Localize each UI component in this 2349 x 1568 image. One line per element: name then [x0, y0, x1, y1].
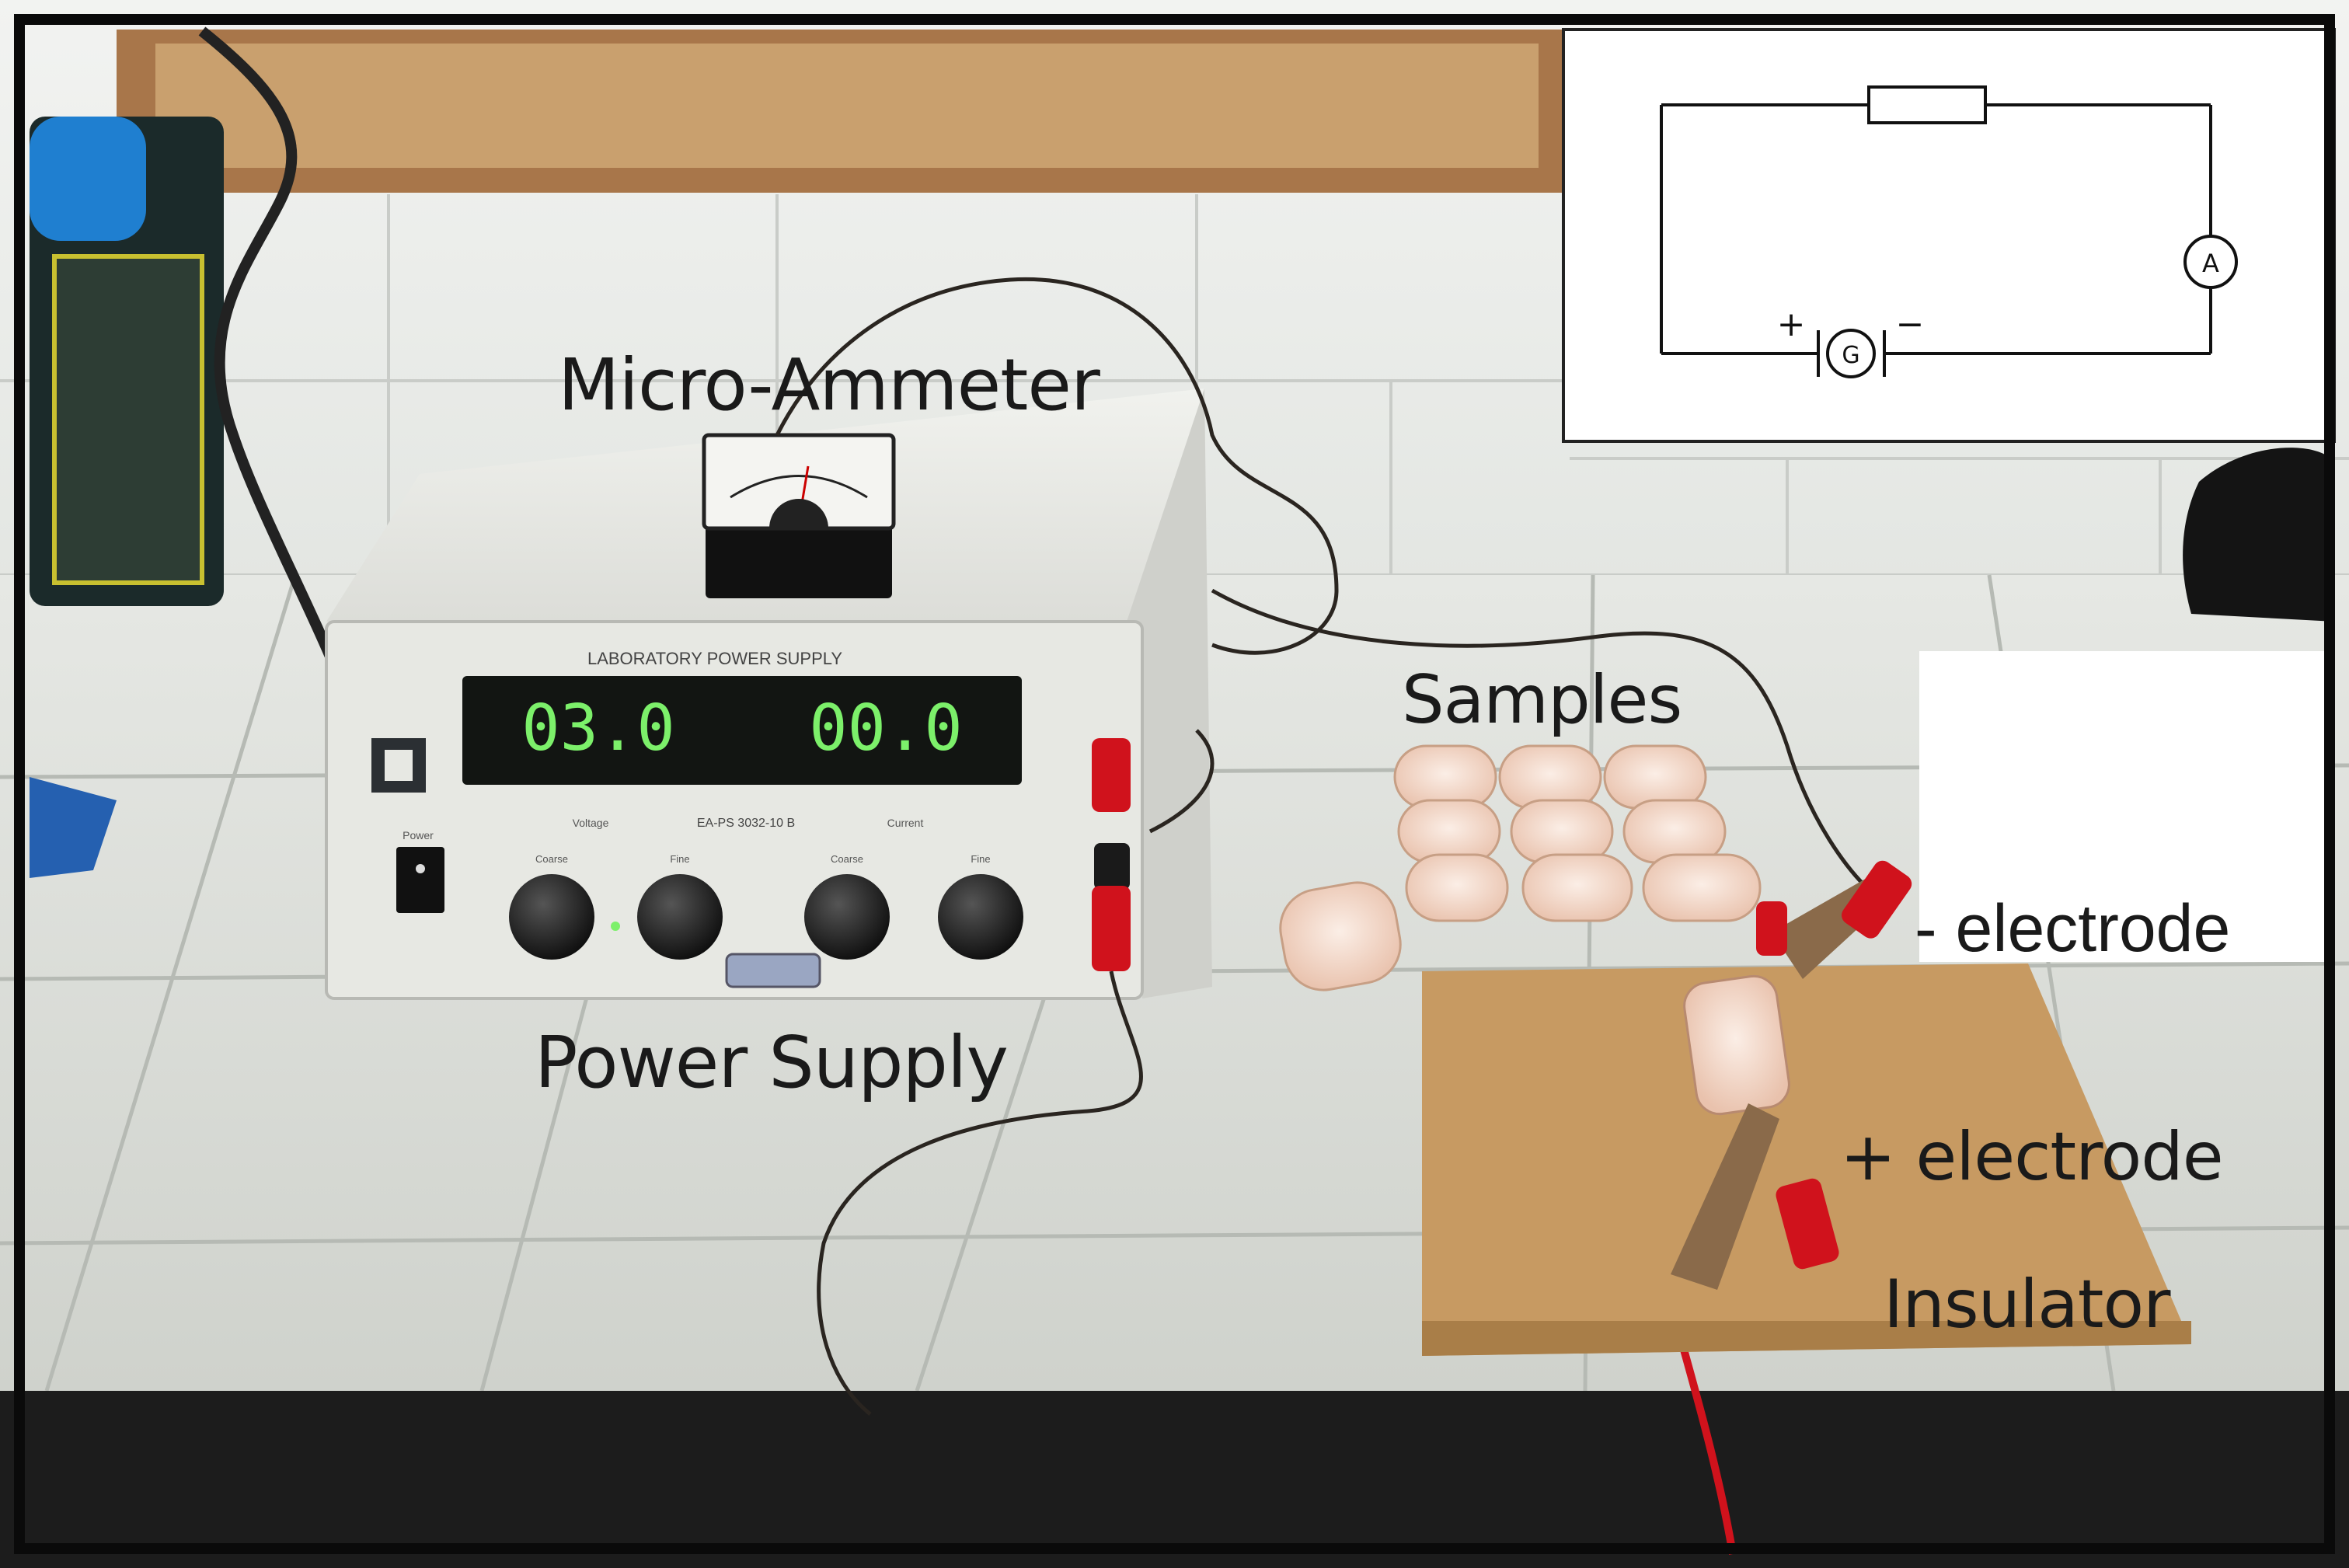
sample-disc [1521, 853, 1633, 922]
spray-can-label [52, 254, 204, 585]
label-insulator: Insulator [1884, 1266, 2170, 1343]
supply-header: LABORATORY POWER SUPPLY [587, 649, 842, 668]
knobs [509, 874, 1023, 960]
sample-disc [1510, 799, 1614, 864]
black-bag [2183, 448, 2335, 622]
model-label: EA-PS 3032-10 B [697, 817, 795, 830]
knob-fine-current[interactable] [938, 874, 1023, 960]
knob-labels: Coarse Fine Coarse Fine [535, 853, 991, 865]
resistor-symbol [1867, 85, 1987, 124]
label-neg-electrode: - electrode [1915, 891, 2231, 966]
power-cord [198, 26, 347, 686]
ammeter-body [706, 513, 892, 598]
label-pos-electrode: + electrode [1840, 1118, 2224, 1196]
ammeter-symbol-letter: A [2202, 249, 2219, 278]
label-samples: Samples [1402, 661, 1682, 739]
power-label: Power [403, 829, 434, 841]
source-symbol-letter: G [1842, 342, 1859, 369]
wood-frame-inner [155, 44, 1539, 168]
knob-coarse-voltage[interactable] [509, 874, 594, 960]
spray-can-cap [30, 117, 146, 241]
sample-disc [1603, 744, 1707, 810]
blue-folder [30, 777, 117, 878]
sample-disc [1498, 744, 1602, 810]
wire-ammeter-loop [775, 277, 1339, 655]
terminal-black[interactable] [1094, 843, 1130, 890]
clamp-pos [1671, 1103, 1779, 1290]
sample-row [1393, 744, 1707, 810]
source-symbol [1826, 329, 1876, 378]
ammeter-pivot [769, 499, 828, 528]
cardboard-insulator [1422, 963, 2191, 1356]
wire-supply-samples [1148, 729, 1215, 834]
label-power-supply: Power Supply [535, 1021, 1009, 1104]
current-display: 00.0 [809, 692, 962, 765]
led-indicator [611, 922, 620, 931]
knob-label-4: Fine [971, 853, 990, 865]
terminal-red-bottom[interactable] [1092, 886, 1131, 971]
voltage-label: Voltage [573, 817, 609, 829]
ammeter-scale [730, 475, 868, 499]
circuit-minus: − [1896, 305, 1925, 344]
sample-disc [1622, 799, 1727, 864]
knob-label-1: Coarse [535, 853, 568, 865]
power-switch-dot [416, 864, 425, 873]
sample-disc-single [1279, 881, 1402, 991]
neg-electrode-label-box [1919, 651, 2333, 962]
wire-to-electrode [1211, 588, 1866, 887]
floor-shadow [0, 1391, 2349, 1568]
knob-fine-voltage[interactable] [637, 874, 723, 960]
sample-disc [1642, 853, 1762, 922]
supply-side [1127, 389, 1212, 998]
label-micro-ammeter: Micro-Ammeter [558, 343, 1100, 427]
sample-row [1397, 799, 1727, 864]
wires [775, 277, 1866, 1416]
clamp-grip-pos [1776, 1178, 1839, 1270]
clamped-sample [1683, 974, 1790, 1116]
sample-disc [1397, 799, 1501, 864]
current-label: Current [887, 817, 924, 829]
samples-group [1279, 744, 1762, 991]
knob-label-2: Fine [670, 853, 689, 865]
display-panel [462, 676, 1022, 785]
sample-disc [1405, 853, 1509, 922]
wire-bottom-loop [817, 970, 1143, 1416]
panel-icon-inner [385, 750, 413, 781]
clamp-assembly [1671, 860, 1912, 1290]
knob-coarse-current[interactable] [804, 874, 890, 960]
power-switch[interactable] [396, 847, 444, 913]
clamp-grip-neg-2 [1756, 901, 1787, 956]
circuit-plus: + [1777, 305, 1806, 344]
sample-disc [1393, 744, 1497, 810]
serial-port [725, 953, 821, 988]
cardboard-shade [1422, 1321, 2191, 1356]
terminals [1092, 738, 1131, 971]
terminal-red-top[interactable] [1092, 738, 1131, 812]
circuit-diagram [1660, 85, 2238, 378]
voltage-display: 03.0 [521, 692, 674, 765]
ammeter-symbol [2183, 235, 2238, 289]
sample-row [1405, 853, 1762, 922]
clamp-grip-neg [1842, 860, 1912, 939]
knob-label-3: Coarse [831, 853, 863, 865]
